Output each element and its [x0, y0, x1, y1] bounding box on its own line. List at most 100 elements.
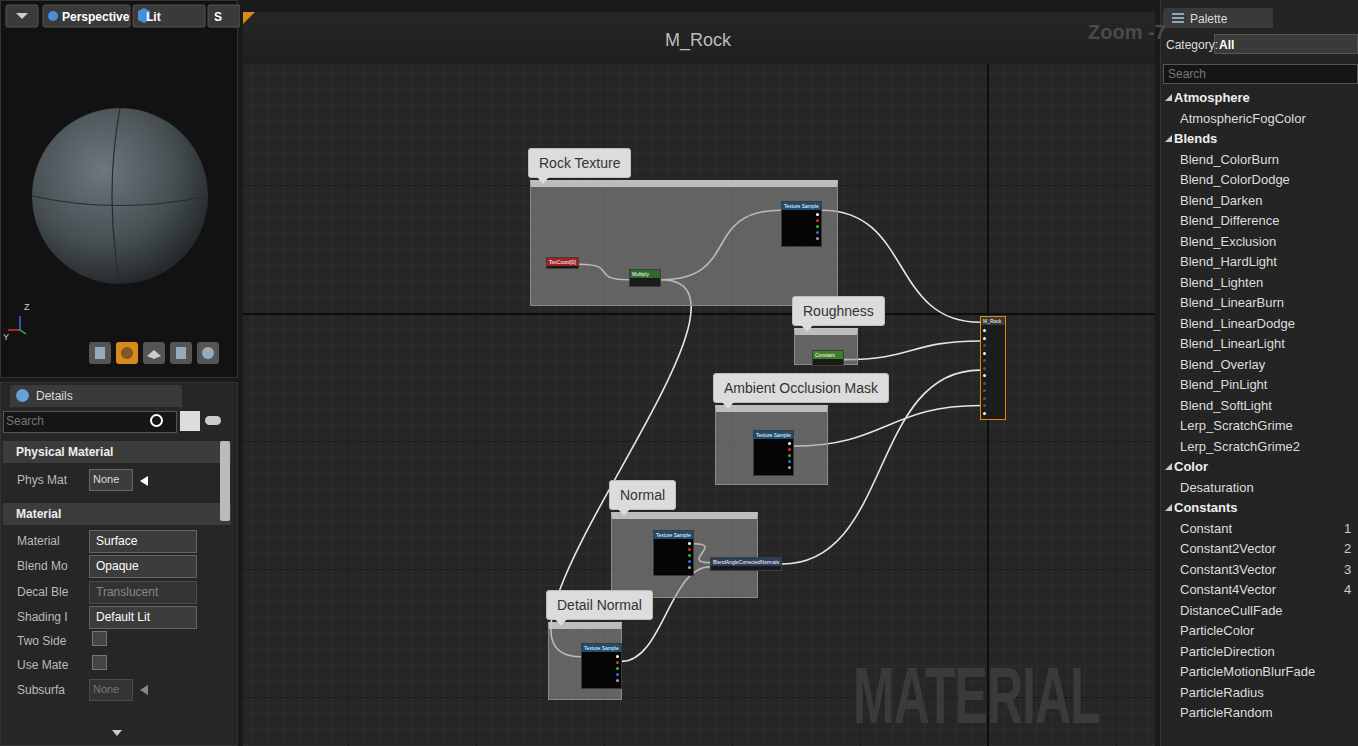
output-pin	[816, 213, 819, 216]
expand-triangle	[1165, 135, 1172, 142]
output-pin	[788, 460, 791, 463]
palette-item: Constant3Vector	[1180, 563, 1276, 576]
expression-node: Constant	[812, 350, 844, 366]
ui-label: Surface	[96, 535, 137, 547]
node-title: Texture Sample	[582, 644, 621, 652]
palette-item: ParticleRadius	[1180, 686, 1264, 699]
output-pin	[616, 673, 619, 676]
ui-label: Search	[6, 415, 44, 427]
input-pin	[983, 352, 986, 355]
output-pin	[616, 667, 619, 670]
palette-item: Blend_Lighten	[1180, 276, 1263, 289]
details-icon	[16, 389, 29, 402]
ui-label: None	[93, 474, 119, 485]
grid-axis	[243, 313, 1155, 315]
palette-category: Atmosphere	[1174, 91, 1250, 104]
palette-item: Blend_Exclusion	[1180, 235, 1276, 248]
palette-item: Blend_ColorDodge	[1180, 173, 1290, 186]
graph-canvas	[243, 12, 1155, 746]
scrollbar	[220, 441, 230, 521]
details-tab	[10, 385, 182, 407]
comment-box: NormalTexture SampleBlendAngleCorrectedN…	[611, 512, 758, 598]
output-pin	[688, 566, 691, 569]
comment-heading: Roughness	[792, 296, 885, 326]
ui-label: Opaque	[96, 560, 139, 572]
expression-node: Multiply	[629, 269, 661, 287]
ui-label: Two Side	[17, 635, 66, 647]
wire	[844, 341, 980, 360]
palette-item: Blend_LinearDodge	[1180, 317, 1295, 330]
ui-label: S	[214, 11, 222, 23]
palette-item: Blend_LinearBurn	[1180, 296, 1284, 309]
ui-label: Search	[1168, 68, 1206, 80]
ui-label: All	[1219, 39, 1234, 51]
output-pin	[816, 219, 819, 222]
palette-icon	[1172, 13, 1184, 23]
ui-label: Blend Mo	[17, 560, 68, 572]
node-title: Constant	[813, 351, 843, 359]
output-pin	[788, 448, 791, 451]
palette-item: AtmosphericFogColor	[1180, 112, 1306, 125]
input-pin	[983, 374, 986, 377]
output-pin	[788, 454, 791, 457]
palette-item: ParticleMotionBlurFade	[1180, 665, 1315, 678]
palette-item: ParticleDirection	[1180, 645, 1275, 658]
input-pin	[983, 404, 986, 407]
input-pin	[983, 359, 986, 362]
expand-triangle	[1165, 463, 1172, 470]
ui-label: Zoom -7	[1088, 22, 1166, 42]
input-pin	[983, 389, 986, 392]
ui-label: Use Mate	[17, 659, 68, 671]
palette-item: Lerp_ScratchGrime2	[1180, 440, 1300, 453]
palette-item: ParticleColor	[1180, 624, 1254, 637]
output-pin	[788, 442, 791, 445]
ui-label: Translucent	[96, 586, 158, 598]
palette-item: Lerp_ScratchGrime	[1180, 419, 1293, 432]
output-pin	[688, 542, 691, 545]
ui-label: Material	[17, 535, 60, 547]
texture-sample-node: Texture Sample	[753, 430, 794, 476]
node-title: M_Rock	[981, 317, 1005, 325]
palette-item: Constant2Vector	[1180, 542, 1276, 555]
ui-label: Z	[24, 303, 30, 312]
comment-heading: Detail Normal	[546, 590, 653, 620]
comment-box: Detail NormalTexture Sample	[548, 622, 622, 700]
comment-box: Ambient Occlusion MaskTexture Sample	[715, 405, 828, 485]
expand-triangle	[1165, 94, 1172, 101]
texture-sample-node: Texture Sample	[781, 201, 822, 247]
output-pin	[688, 560, 691, 563]
output-pin	[616, 655, 619, 658]
node-title: TexCoord[0]	[547, 258, 578, 266]
output-pin	[688, 548, 691, 551]
node-title: Multiply	[630, 270, 660, 278]
palette-item: Blend_ColorBurn	[1180, 153, 1279, 166]
ui-label: Category:	[1166, 39, 1218, 51]
graph-title: M_Rock	[665, 31, 731, 49]
arrow-icon	[140, 685, 148, 695]
comment-box: RoughnessConstant	[794, 328, 858, 365]
input-pin	[983, 397, 986, 400]
palette-category: Constants	[1174, 501, 1238, 514]
ui-label: None	[93, 684, 119, 695]
eye-icon	[205, 416, 221, 425]
checkbox	[92, 655, 107, 670]
palette-category: Color	[1174, 460, 1208, 473]
input-pin	[983, 344, 986, 347]
expression-node: BlendAngleCorrectedNormals	[710, 557, 782, 571]
palette-item: Blend_LinearLight	[1180, 337, 1285, 350]
palette-item: Desaturation	[1180, 481, 1254, 494]
ui-label: Default Lit	[96, 611, 150, 623]
ui-label: Perspective	[62, 11, 129, 23]
ui-label: Decal Ble	[17, 586, 68, 598]
palette-category: Blends	[1174, 132, 1217, 145]
palette-item: 1	[1344, 522, 1351, 535]
palette-item: Blend_Difference	[1180, 214, 1280, 227]
ui-label: Lit	[146, 11, 161, 23]
output-pin	[616, 679, 619, 682]
node-title: BlendAngleCorrectedNormals	[711, 558, 781, 566]
palette-item: Blend_Darken	[1180, 194, 1262, 207]
palette-item: ParticleRandom	[1180, 706, 1273, 719]
comment-box: Rock TextureTexCoord[0]MultiplyTexture S…	[530, 180, 838, 306]
checkbox	[92, 631, 107, 646]
comment-heading: Ambient Occlusion Mask	[713, 373, 889, 403]
